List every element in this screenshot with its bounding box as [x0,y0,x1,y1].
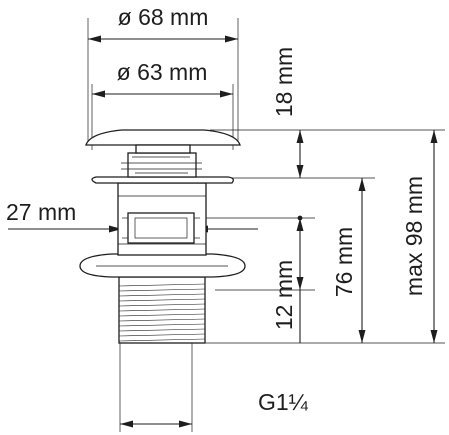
cap-height-dimension: 18 mm [271,47,304,178]
thread-lines [118,283,206,342]
cap-height-label: 18 mm [271,47,297,117]
inner-diameter-label: ø 63 mm [117,59,208,85]
drain-valve-body [79,129,246,344]
body-length-dimension: 76 mm [331,178,366,343]
body-width-dimension: 27 mm [6,199,258,233]
flange-height-label: 12 mm [271,260,297,330]
inner-diameter-dimension: ø 63 mm [91,59,234,150]
cap-diameter-dimension: ø 68 mm [87,4,239,145]
body-width-label: 27 mm [6,199,76,225]
total-length-label: max 98 mm [401,176,427,296]
total-length-dimension: max 98 mm [401,130,438,343]
reference-point [297,215,303,221]
body-length-label: 76 mm [331,227,357,297]
thread-size-label: G1¼ [258,389,309,415]
thread-size-dimension: G1¼ [119,343,309,432]
cap-diameter-label: ø 68 mm [118,4,209,30]
flange-height-dimension: 12 mm [271,218,304,343]
